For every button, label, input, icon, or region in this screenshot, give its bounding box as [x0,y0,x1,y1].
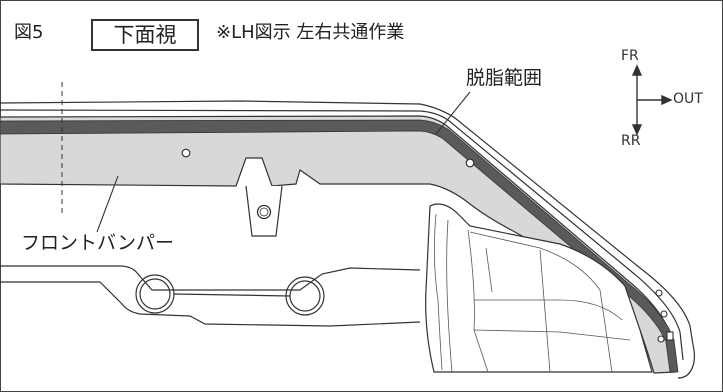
dark-edge-band [0,119,679,373]
bumper-leader-line [96,175,119,233]
figure-note: ※LH図示 左右共通作業 [216,22,405,43]
direction-indicator [631,64,673,136]
bumper-outer-edge [0,100,696,379]
corner-hole [660,310,668,318]
lower-body-panel [0,265,421,327]
bracket-hole-inner [259,207,269,217]
degrease-leader-line [435,91,471,135]
view-label: 下面視 [113,23,177,47]
corner-hole [657,335,665,343]
direction-rear-label: RR [621,133,641,149]
figure-number: 図5 [14,22,44,43]
corner-hole [655,289,663,297]
corner-square-hole [666,331,674,341]
inner-fender-detail-lines [434,213,631,373]
mount-hole [181,148,191,158]
front-bumper-label: フロントバンパー [21,232,174,254]
view-label-box: 下面視 [91,19,199,51]
direction-out-label: OUT [673,91,703,107]
direction-front-label: FR [621,48,639,64]
mount-hole [465,158,475,168]
bracket-hole [256,204,272,220]
degrease-area-label: 脱脂範囲 [466,67,543,89]
